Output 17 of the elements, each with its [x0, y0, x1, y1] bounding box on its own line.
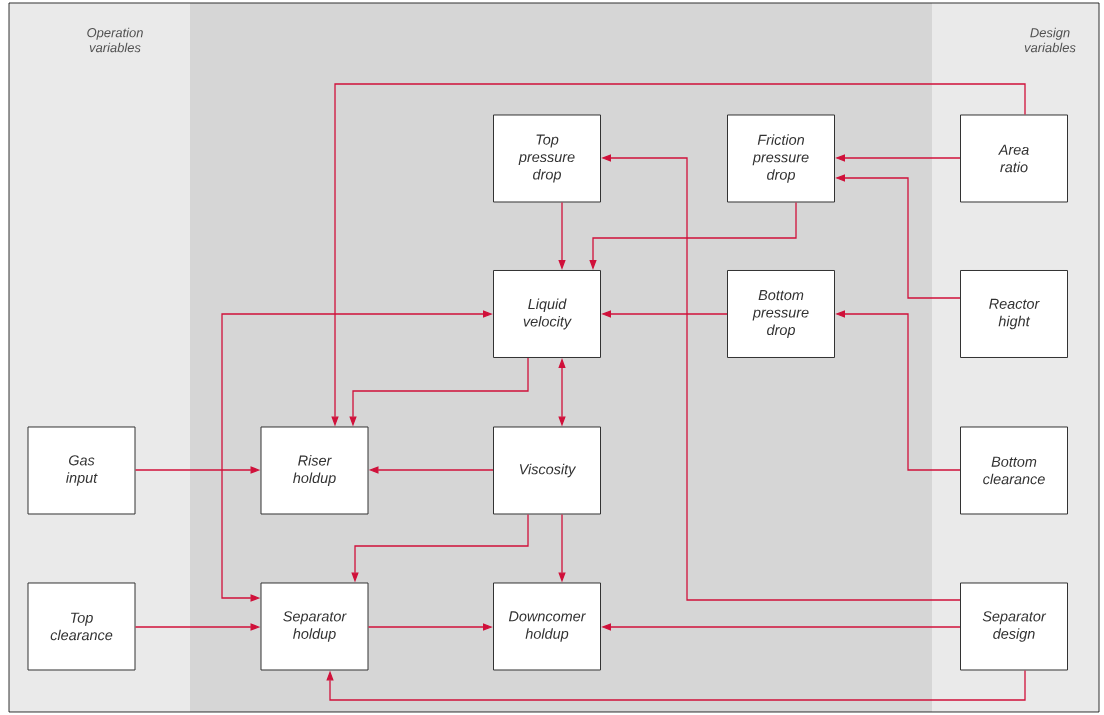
- variable-box: Gas input: [27, 426, 136, 515]
- variable-box: Liquid velocity: [493, 270, 601, 358]
- column-heading: Operation variables: [87, 27, 143, 53]
- variable-box: Top clearance: [27, 582, 136, 671]
- variable-box: Top pressure drop: [493, 114, 601, 203]
- column-heading: Design variables: [1024, 27, 1076, 53]
- variable-box: Area ratio: [960, 114, 1068, 203]
- variable-box: Bottom pressure drop: [727, 270, 835, 358]
- arrow: [326, 669, 1026, 701]
- variable-box: Downcomer holdup: [493, 582, 601, 671]
- variable-box: Reactor hight: [960, 270, 1068, 358]
- variable-box: Friction pressure drop: [727, 114, 835, 203]
- variable-box: Bottom clearance: [960, 426, 1068, 515]
- variable-box: Riser holdup: [260, 426, 369, 515]
- variable-box: Viscosity: [493, 426, 601, 515]
- variable-box: Separator holdup: [260, 582, 369, 671]
- variable-box: Separator design: [960, 582, 1068, 671]
